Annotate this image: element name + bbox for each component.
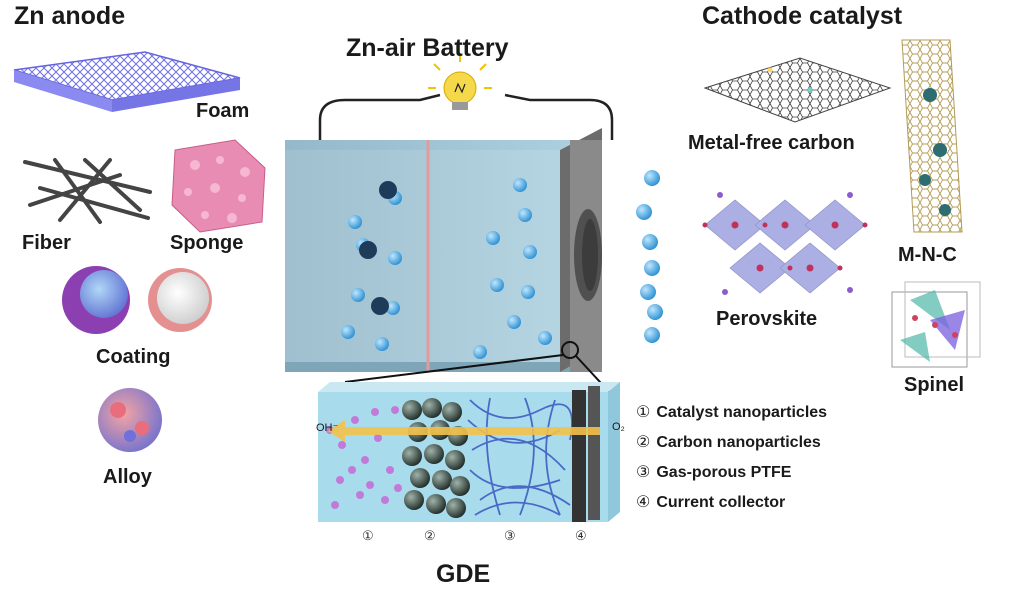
hydroxide-label: OH⁻ (316, 422, 339, 434)
battery-cell (285, 128, 602, 372)
spinel-label: Spinel (904, 374, 965, 396)
sponge-label: Sponge (170, 232, 244, 254)
gde-box (318, 382, 620, 522)
metal-free-carbon-image (703, 57, 892, 123)
spinel-image (891, 281, 981, 368)
perovskite-label: Perovskite (716, 308, 818, 330)
legend-item-catalyst: ① Catalyst nanoparticles (636, 402, 827, 422)
legend-label: Carbon nanoparticles (656, 434, 821, 451)
gde-index-2: ② (424, 528, 436, 543)
foam-label: Foam (196, 100, 250, 122)
alloy-image (98, 388, 162, 452)
coating-label: Coating (96, 346, 171, 368)
coating-image (62, 266, 212, 334)
foam-image (13, 51, 241, 112)
light-bulb-icon (428, 54, 492, 110)
gde-index-1: ① (362, 528, 374, 543)
oxygen-label: O₂ (612, 421, 625, 433)
legend-label: Gas-porous PTFE (656, 464, 792, 481)
mnc-nanotube-image (901, 39, 963, 233)
alloy-label: Alloy (103, 466, 152, 488)
legend-number: ② (636, 434, 651, 451)
metal-free-carbon-label: Metal-free carbon (688, 132, 855, 154)
zn-anode-title: Zn anode (14, 2, 126, 30)
legend-number: ① (636, 404, 651, 421)
battery-title: Zn-air Battery (346, 34, 509, 62)
gde-index-4: ④ (575, 528, 587, 543)
hydroxide-ions (359, 181, 397, 315)
legend-item-ptfe: ③ Gas-porous PTFE (636, 462, 791, 482)
sponge-image (171, 139, 266, 233)
fiber-image (23, 158, 152, 224)
legend-number: ④ (636, 494, 651, 511)
mnc-label: M-N-C (898, 244, 957, 266)
gde-index-3: ③ (504, 528, 516, 543)
legend-number: ③ (636, 464, 651, 481)
legend-label: Catalyst nanoparticles (656, 404, 828, 421)
legend-item-collector: ④ Current collector (636, 492, 785, 512)
legend-item-carbon: ② Carbon nanoparticles (636, 432, 821, 452)
cathode-title: Cathode catalyst (702, 2, 903, 30)
gde-title: GDE (436, 560, 491, 588)
perovskite-image (702, 192, 868, 295)
fiber-label: Fiber (22, 232, 71, 254)
legend-label: Current collector (656, 494, 786, 511)
battery-wire (318, 93, 614, 140)
